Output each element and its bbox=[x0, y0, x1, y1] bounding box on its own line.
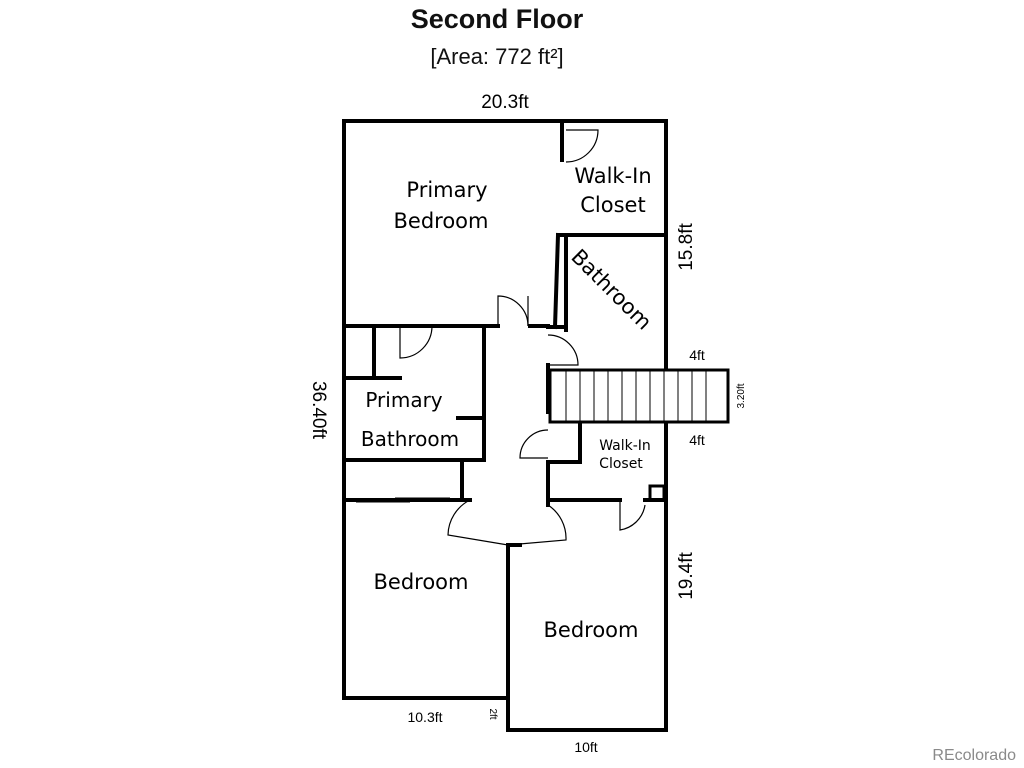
label-primary-bedroom-1: Primary bbox=[406, 178, 487, 202]
dim-bottom-step: 2ft bbox=[487, 708, 498, 719]
dim-stair-depth: 3.20ft bbox=[736, 383, 747, 408]
area-label: [Area: 772 ft²] bbox=[430, 44, 563, 69]
watermark: REcolorado bbox=[932, 747, 1016, 764]
door-swings bbox=[356, 129, 646, 546]
label-primary-bathroom-2: Bathroom bbox=[361, 427, 459, 451]
label-walk-in-closet-2a: Walk-In bbox=[599, 438, 651, 454]
label-primary-bathroom-1: Primary bbox=[365, 388, 442, 412]
dim-bottom-right: 10ft bbox=[574, 739, 597, 755]
label-walk-in-closet-1b: Closet bbox=[580, 193, 645, 217]
dim-bottom-left: 10.3ft bbox=[407, 709, 442, 725]
label-bedroom-left: Bedroom bbox=[374, 570, 469, 594]
label-walk-in-closet-1a: Walk-In bbox=[574, 164, 651, 188]
dim-left-height: 36.40ft bbox=[308, 381, 329, 440]
staircase bbox=[548, 368, 730, 424]
dim-top-width: 20.3ft bbox=[481, 92, 529, 113]
dimension-labels: 20.3ft 15.8ft 19.4ft 36.40ft 4ft 4ft 3.2… bbox=[308, 92, 747, 755]
label-bathroom: Bathroom bbox=[566, 245, 656, 335]
label-primary-bedroom-2: Bedroom bbox=[394, 209, 489, 233]
label-walk-in-closet-2b: Closet bbox=[599, 456, 643, 472]
page-title: Second Floor bbox=[411, 4, 584, 34]
dim-stair-bottom: 4ft bbox=[689, 432, 705, 448]
dim-right-lower: 19.4ft bbox=[676, 552, 697, 600]
dim-right-upper: 15.8ft bbox=[676, 223, 697, 271]
interior-walls bbox=[342, 119, 668, 732]
label-bedroom-right: Bedroom bbox=[544, 618, 639, 642]
dim-stair-top: 4ft bbox=[689, 347, 705, 363]
